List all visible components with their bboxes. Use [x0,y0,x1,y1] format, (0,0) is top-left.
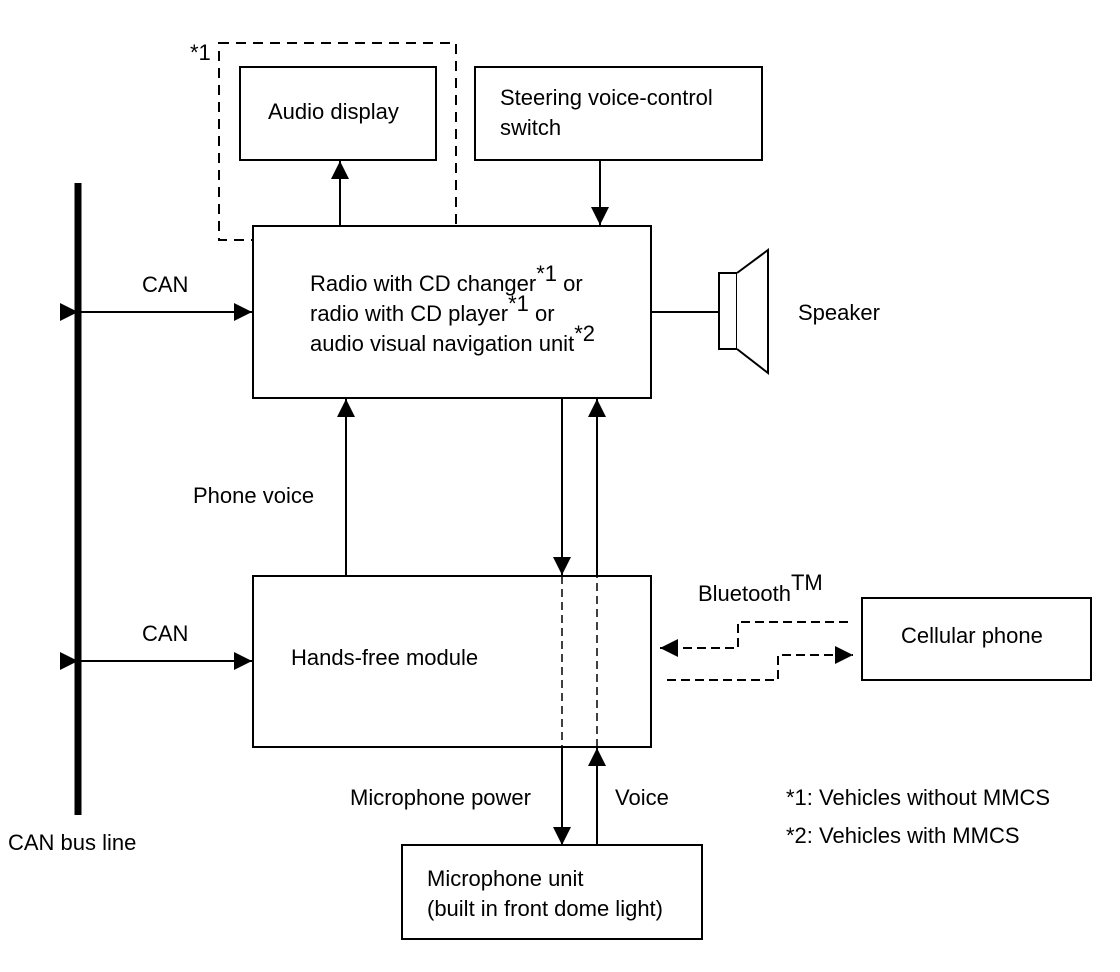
radio-unit-box [252,225,652,399]
can-label-radio: CAN [142,272,188,297]
hands-free-module-box [252,575,652,748]
bluetooth-label: BluetoothTM [698,570,823,606]
radio-unit-label-2: radio with CD player*1 or [310,291,555,326]
radio-unit-label-3: audio visual navigation unit*2 [310,321,595,356]
steering-switch-label-1: Steering voice-control [500,85,713,110]
note-2: *2: Vehicles with MMCS [786,823,1020,848]
bluetooth-link-to-module [660,621,848,657]
can-bus-label: CAN bus line [8,830,136,855]
note-1: *1: Vehicles without MMCS [786,785,1050,810]
optional-region-marker: *1 [190,40,211,65]
steering-switch-box [474,66,763,161]
audio-display-box [239,66,437,161]
radio-unit-label-1: Radio with CD changer*1 or [310,261,583,296]
phone-voice-label: Phone voice [193,483,314,508]
cellular-phone-box [861,597,1092,681]
bluetooth-link-to-phone [667,646,853,681]
speaker-label: Speaker [798,300,880,325]
audio-display-label: Audio display [268,99,399,124]
voice-label: Voice [615,785,669,810]
steering-switch-label-2: switch [500,115,561,140]
microphone-power-label: Microphone power [350,785,531,810]
microphone-unit-label-1: Microphone unit [427,866,584,891]
can-label-handsfree: CAN [142,621,188,646]
microphone-unit-box [401,844,703,940]
speaker-icon [718,248,769,376]
hands-free-module-label: Hands-free module [291,645,478,670]
microphone-unit-label-2: (built in front dome light) [427,896,663,921]
cellular-phone-label: Cellular phone [901,623,1043,648]
